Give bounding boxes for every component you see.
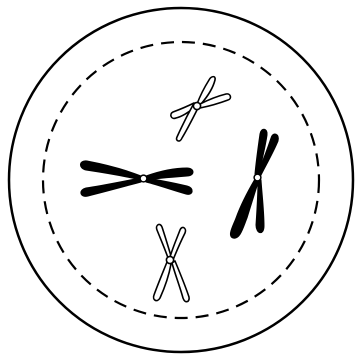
chromosome-light-top bbox=[171, 77, 231, 141]
chromosome-light-bottom bbox=[154, 224, 190, 301]
chromosome-dark-left bbox=[80, 161, 193, 196]
cell-membrane bbox=[9, 8, 353, 352]
chromosome-dark-right bbox=[230, 129, 278, 238]
